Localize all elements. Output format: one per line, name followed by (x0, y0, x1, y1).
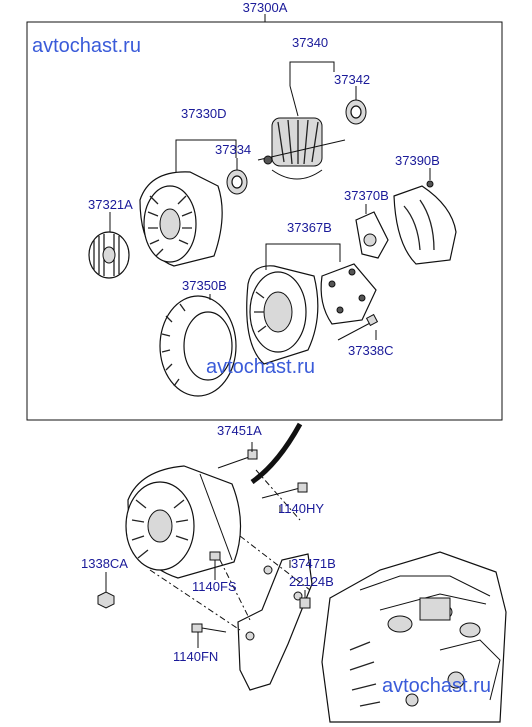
label-1140FS: 1140FS (192, 579, 237, 594)
bolt-37451A-illustration (217, 449, 258, 469)
label-37340: 37340 (292, 35, 328, 50)
pulley-illustration (88, 231, 130, 279)
label-37334: 37334 (215, 142, 251, 157)
label-37342: 37342 (334, 72, 370, 87)
bolt-1140FN-illustration (191, 623, 227, 633)
dowel-22124B-illustration (299, 597, 311, 609)
regulator-illustration (355, 211, 389, 259)
stator-illustration (159, 295, 237, 397)
label-37321A: 37321A (88, 197, 133, 212)
bracket-37471B-illustration (237, 553, 313, 691)
rear-housing-illustration (246, 265, 319, 365)
bolt-37338C-illustration (337, 313, 379, 341)
label-22124B: 22124B (289, 574, 334, 589)
watermark-middle: avtochast.ru (206, 356, 315, 378)
label-1140HY: 1140HY (278, 501, 324, 516)
label-37350B: 37350B (182, 278, 227, 293)
watermark-top: avtochast.ru (32, 35, 141, 57)
rotor-illustration (257, 117, 346, 180)
bearing-37334-illustration (226, 169, 248, 195)
bolt-1140FS-illustration (209, 551, 221, 576)
label-1140FN: 1140FN (173, 649, 218, 664)
watermark-bottom: avtochast.ru (382, 675, 491, 697)
rectifier-illustration (320, 263, 377, 325)
bolt-1140HY-illustration (261, 482, 308, 499)
label-37338C: 37338C (348, 343, 394, 358)
front-housing-illustration (139, 171, 223, 267)
label-37370B: 37370B (344, 188, 389, 203)
assembled-alternator-illustration (125, 465, 242, 579)
label-37390B: 37390B (395, 153, 440, 168)
label-37330D: 37330D (181, 106, 227, 121)
label-37451A: 37451A (217, 423, 262, 438)
bearing-37342-illustration (345, 99, 367, 125)
nut-1338CA-illustration (97, 591, 115, 609)
label-37367B: 37367B (287, 220, 332, 235)
label-1338CA: 1338CA (81, 556, 128, 571)
drive-belt-illustration (250, 422, 303, 485)
label-37300A: 37300A (243, 0, 288, 15)
rear-cover-illustration (393, 180, 457, 265)
label-37471B: 37471B (291, 556, 336, 571)
engine-block-illustration (321, 551, 507, 723)
